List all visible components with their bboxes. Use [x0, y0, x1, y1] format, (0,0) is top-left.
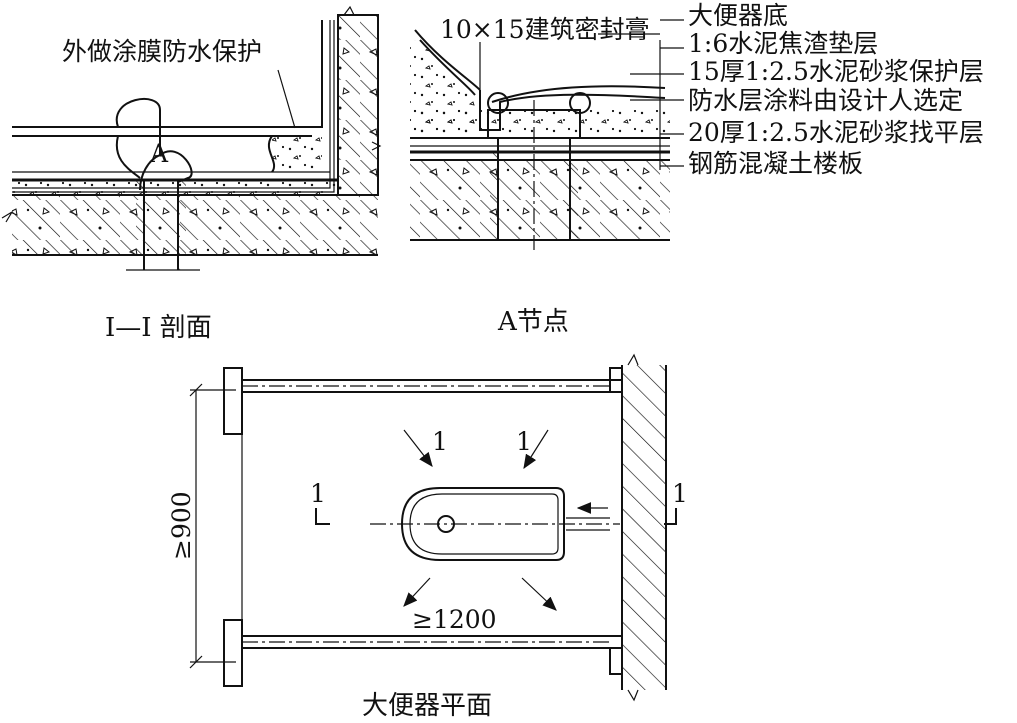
plan-title: 大便器平面	[362, 691, 492, 721]
section-mark-left: 1	[310, 479, 326, 508]
node-layer-1: 大便器底	[688, 1, 788, 30]
toilet-pan	[400, 487, 565, 561]
plan-view: 1 1 1 1 ≥900 ≥1200 大便器平面	[167, 353, 688, 721]
node-marker: A	[149, 139, 169, 168]
section-view: 外做涂膜防水保护 A Ⅰ—Ⅰ 剖面	[1, 5, 382, 343]
node-layer-5: 20厚1:2.5水泥砂浆找平层	[688, 118, 984, 147]
dimension-width: ≥1200	[412, 605, 497, 634]
dimension-height: ≥900	[167, 491, 196, 560]
callout-label: 外做涂膜防水保护	[62, 37, 262, 66]
section-mark-right: 1	[672, 479, 688, 508]
node-slab	[410, 160, 670, 240]
view-mark-left: 1	[432, 427, 448, 456]
plan-wall	[622, 365, 666, 690]
node-layer-6: 钢筋混凝土楼板	[688, 149, 863, 178]
floor-slab	[12, 195, 378, 255]
section-title: Ⅰ—Ⅰ 剖面	[105, 313, 212, 343]
node-layer-2: 1:6水泥焦渣垫层	[688, 29, 878, 58]
node-title: A节点	[497, 307, 569, 337]
callout-leader	[277, 69, 296, 129]
wall	[338, 15, 378, 195]
node-layer-3: 15厚1:2.5水泥砂浆保护层	[688, 57, 984, 86]
node-layer-4: 防水层涂料由设计人选定	[688, 86, 963, 115]
node-detail-view: 10×15建筑密封膏 大便器底 1:6水泥焦渣垫层 15厚1:2.5水泥砂浆保护…	[410, 1, 984, 337]
sealant-label: 10×15建筑密封膏	[440, 15, 650, 44]
view-mark-right: 1	[516, 427, 532, 456]
